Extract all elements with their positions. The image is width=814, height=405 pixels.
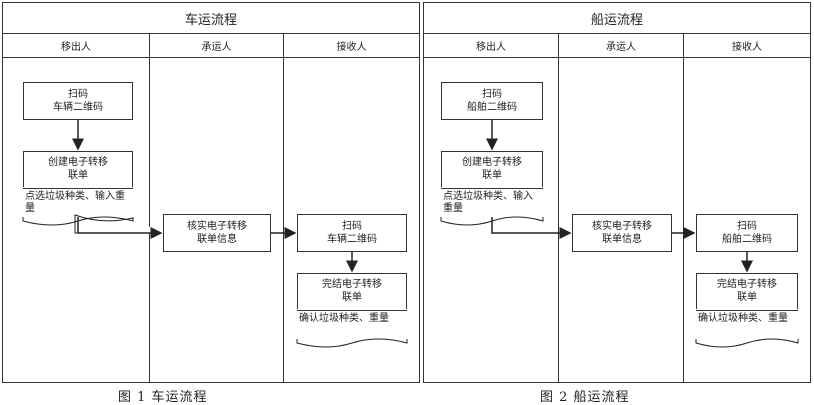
box-line: 船舶二维码 [722,234,772,245]
figure-caption-2: 图 2 船运流程 [540,390,630,405]
lane-carrier: 承运人 [559,33,684,382]
box-line: 核实电子转移 [592,221,652,232]
finish-transfer-doc: 完结电子转移 联单 确认垃圾种类、重量 [696,273,798,324]
vehicle-flow-panel: 车运流程 移出人 承运人 接收人 扫码 车辆二维码 创建电子转移 联单 点选垃圾… [2,2,420,383]
flow-arrows [22,120,408,348]
lane-shipper: 移出人 [424,33,559,382]
receiver-scan-box: 扫码 车辆二维码 [297,214,407,252]
verify-info-box: 核实电子转移 联单信息 [572,214,672,252]
doc-subtext: 点选垃圾种类、输入重量 [441,188,543,221]
box-line: 扫码 [737,221,757,232]
scan-qr-box: 扫码 车辆二维码 [23,82,133,120]
lane-shipper: 移出人 [3,33,150,382]
doc-subtext: 确认垃圾种类、重量 [297,310,407,343]
box-line: 扫码 [482,89,502,100]
box-line: 船舶二维码 [467,102,517,113]
create-transfer-doc: 创建电子转移 联单 点选垃圾种类、输入重量 [23,151,133,214]
doc-line: 完结电子转移 [717,279,777,290]
lane-header: 接收人 [284,33,419,58]
box-line: 联单信息 [197,234,237,245]
verify-info-box: 核实电子转移 联单信息 [163,214,271,252]
doc-line: 联单 [68,170,88,181]
doc-line: 联单 [482,170,502,181]
lane-receiver: 接收人 [684,33,810,382]
doc-line: 创建电子转移 [48,157,108,168]
ship-flow-panel: 船运流程 移出人 承运人 接收人 扫码 船舶二维码 创建电子转移 联单 点选垃圾… [423,2,811,383]
receiver-scan-box: 扫码 船舶二维码 [696,214,798,252]
doc-line: 联单 [342,292,362,303]
doc-subtext: 确认垃圾种类、重量 [696,310,798,343]
doc-line: 联单 [737,292,757,303]
box-line: 车辆二维码 [327,234,377,245]
lane-header: 移出人 [424,33,558,58]
scan-qr-box: 扫码 船舶二维码 [441,82,543,120]
create-transfer-doc: 创建电子转移 联单 点选垃圾种类、输入重量 [441,151,543,214]
box-line: 扫码 [68,89,88,100]
lane-header: 承运人 [559,33,683,58]
lane-header: 承运人 [150,33,283,58]
finish-transfer-doc: 完结电子转移 联单 确认垃圾种类、重量 [297,273,407,324]
panel-title: 船运流程 [424,3,810,34]
panel-title: 车运流程 [3,3,419,34]
box-line: 扫码 [342,221,362,232]
box-line: 车辆二维码 [53,102,103,113]
lane-header: 移出人 [3,33,149,58]
flow-arrows [440,120,799,348]
lane-receiver: 接收人 [284,33,419,382]
box-line: 核实电子转移 [187,221,247,232]
doc-line: 创建电子转移 [462,157,522,168]
lane-carrier: 承运人 [150,33,284,382]
figure-caption-1: 图 1 车运流程 [118,390,208,405]
lane-header: 接收人 [684,33,810,58]
box-line: 联单信息 [602,234,642,245]
doc-subtext: 点选垃圾种类、输入重量 [23,188,133,221]
doc-line: 完结电子转移 [322,279,382,290]
